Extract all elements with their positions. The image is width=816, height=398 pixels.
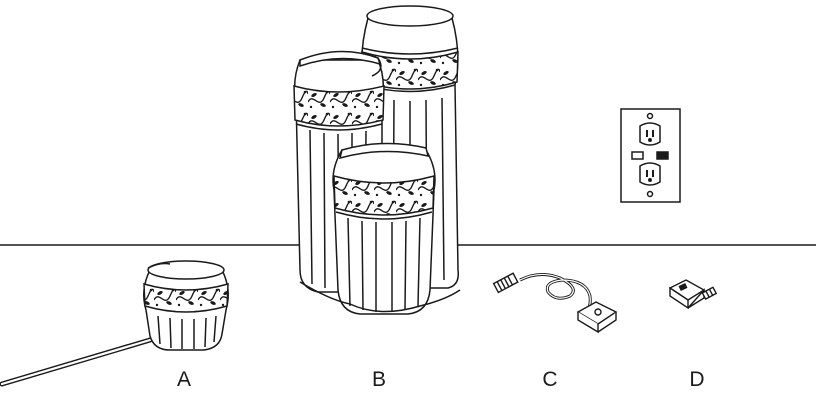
wall-outlet-icon <box>621 109 680 202</box>
power-adapter-icon <box>670 280 716 308</box>
three-vase-fountain-icon <box>294 6 460 314</box>
part-label-a: A <box>177 368 191 392</box>
small-vase-with-tube-icon <box>2 261 228 384</box>
part-label-d: D <box>689 368 704 392</box>
pump-with-cord-icon <box>494 273 616 332</box>
part-label-b: B <box>372 368 386 392</box>
part-label-c: C <box>542 368 557 392</box>
